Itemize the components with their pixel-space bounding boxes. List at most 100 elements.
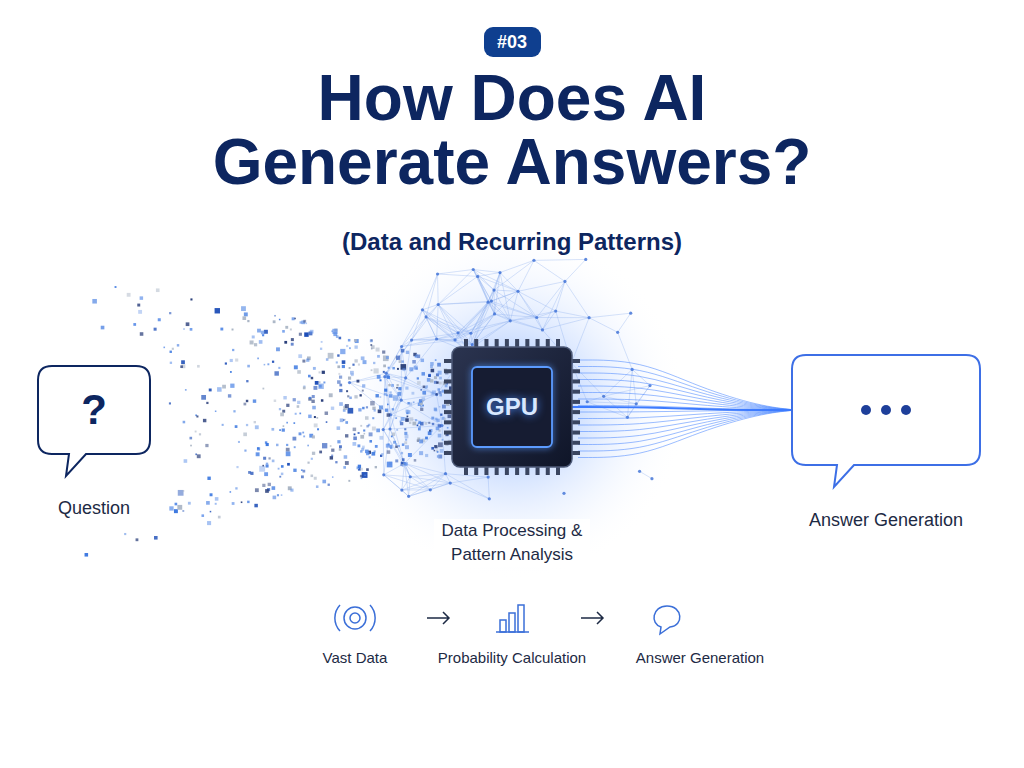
particle xyxy=(332,329,337,334)
particle xyxy=(402,458,405,461)
particle xyxy=(178,490,184,496)
particle xyxy=(439,394,442,397)
particle xyxy=(363,360,367,364)
particle xyxy=(348,339,351,342)
network-line xyxy=(473,269,488,302)
network-dot xyxy=(400,399,403,402)
particle xyxy=(387,413,390,416)
particle xyxy=(395,459,398,462)
chip-pin xyxy=(572,390,580,394)
particle xyxy=(391,384,394,387)
particle xyxy=(282,428,285,431)
particle xyxy=(406,410,409,413)
particle xyxy=(376,429,380,433)
particle xyxy=(303,435,305,437)
network-line xyxy=(500,273,518,292)
particle xyxy=(387,404,389,406)
particle xyxy=(387,450,391,454)
network-line xyxy=(426,274,437,317)
particle xyxy=(430,379,433,382)
network-line xyxy=(391,400,402,415)
particle xyxy=(230,384,234,388)
network-line xyxy=(510,291,518,320)
network-line xyxy=(386,373,436,394)
question-bubble: ?Question xyxy=(38,366,150,454)
network-dot xyxy=(444,472,447,475)
particle xyxy=(177,344,179,346)
particle xyxy=(297,370,301,374)
particle xyxy=(279,429,281,431)
particle xyxy=(308,375,311,378)
particle xyxy=(205,444,208,447)
node-shape xyxy=(792,355,980,465)
particle xyxy=(257,358,259,360)
particle xyxy=(174,509,178,513)
particle xyxy=(279,408,281,410)
particle xyxy=(339,389,342,392)
particle xyxy=(247,320,249,322)
particle xyxy=(287,463,290,466)
particle xyxy=(418,421,421,424)
particle xyxy=(375,466,377,468)
particle xyxy=(222,385,226,389)
chip-pin xyxy=(525,339,529,347)
particle xyxy=(235,487,237,489)
particle xyxy=(402,368,405,371)
network-dot xyxy=(554,309,557,312)
particle xyxy=(419,451,423,455)
particle xyxy=(274,371,278,375)
particle xyxy=(376,348,380,352)
badge-number: #03 xyxy=(497,33,527,51)
chip-glow xyxy=(337,230,687,580)
particle xyxy=(396,387,398,389)
particle xyxy=(228,394,231,397)
network-line xyxy=(385,347,402,377)
network-line xyxy=(518,281,565,291)
network-dot xyxy=(382,428,385,431)
particle xyxy=(262,388,264,390)
particle xyxy=(230,491,232,493)
particle xyxy=(361,356,365,360)
step-arrow xyxy=(427,612,449,624)
network-line xyxy=(437,274,439,305)
particle xyxy=(286,404,289,407)
particle xyxy=(190,298,192,300)
node-caption: Data Processing & Pattern Analysis xyxy=(434,519,590,567)
particle xyxy=(246,424,248,426)
particle xyxy=(340,418,344,422)
particle xyxy=(400,421,402,423)
network-line xyxy=(390,429,410,477)
particle xyxy=(345,434,348,437)
particle xyxy=(436,393,438,395)
particle xyxy=(402,443,405,446)
particle xyxy=(189,437,192,440)
network-line xyxy=(437,395,442,426)
network-lines xyxy=(348,258,654,501)
particle xyxy=(294,365,298,369)
particle xyxy=(262,334,264,336)
network-line xyxy=(627,386,650,418)
particle xyxy=(391,436,393,438)
particle xyxy=(321,341,323,343)
particle xyxy=(337,426,341,430)
particle xyxy=(369,440,372,443)
network-line xyxy=(384,429,390,475)
particle xyxy=(210,511,212,513)
particle xyxy=(233,410,235,412)
particle xyxy=(364,474,366,476)
network-line xyxy=(488,273,500,303)
network-dot xyxy=(456,331,459,334)
particle xyxy=(314,423,318,427)
number-badge: #03 xyxy=(484,27,541,57)
particle xyxy=(375,394,378,397)
particle xyxy=(344,455,348,459)
particle xyxy=(311,377,313,379)
particle xyxy=(272,460,275,463)
network-line xyxy=(618,313,631,332)
chip-pin xyxy=(444,379,452,383)
particle xyxy=(312,395,315,398)
particle xyxy=(366,468,369,471)
particle xyxy=(314,477,317,480)
network-line xyxy=(391,415,442,426)
network-line xyxy=(390,378,406,429)
